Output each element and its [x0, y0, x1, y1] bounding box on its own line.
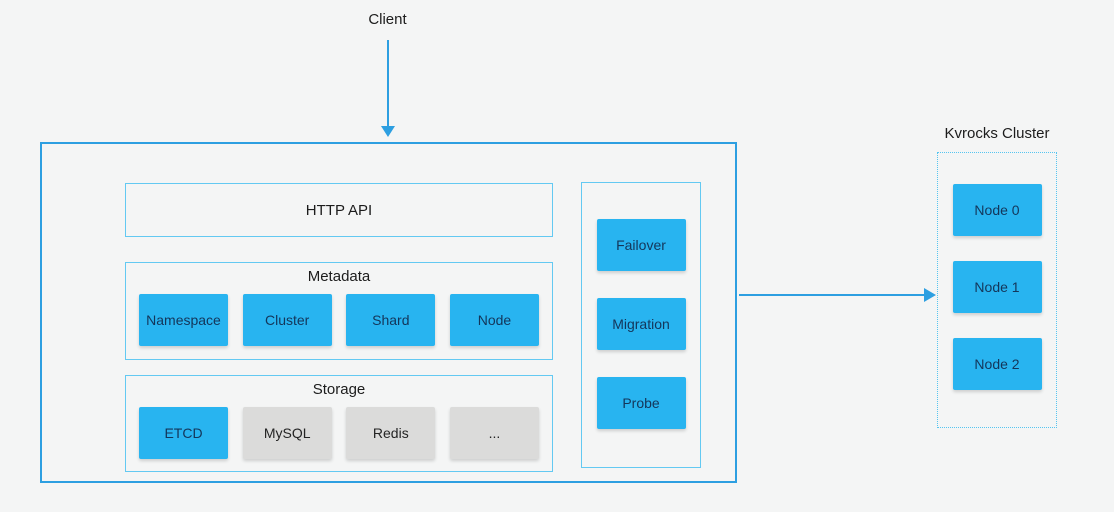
http-api-label: HTTP API [305, 201, 373, 219]
storage-chip-row: ETCD MySQL Redis ... [126, 398, 552, 459]
storage-title: Storage [312, 381, 366, 398]
operation-probe: Probe [596, 377, 686, 429]
metadata-title: Metadata [307, 268, 371, 285]
cluster-node-0: Node 0 [952, 184, 1042, 236]
metadata-item-cluster: Cluster [242, 294, 332, 346]
kvrocks-cluster-title: Kvrocks Cluster [944, 125, 1050, 142]
metadata-item-label: Shard [372, 312, 410, 328]
cluster-node-label: Node 1 [974, 279, 1020, 295]
operation-failover: Failover [596, 219, 686, 271]
storage-item-etcd: ETCD [139, 407, 228, 459]
metadata-item-namespace: Namespace [139, 294, 228, 346]
storage-item-label: MySQL [263, 425, 311, 441]
http-api-box: HTTP API [125, 183, 553, 237]
cluster-node-1: Node 1 [952, 261, 1042, 313]
metadata-chip-row: Namespace Cluster Shard Node [126, 285, 552, 346]
storage-item-label: Redis [372, 425, 409, 441]
metadata-item-label: Cluster [264, 312, 310, 328]
storage-section: Storage ETCD MySQL Redis ... [125, 375, 553, 472]
operation-label: Probe [622, 395, 660, 411]
storage-item-label: ETCD [164, 425, 203, 441]
client-arrow [387, 40, 389, 126]
cluster-node-2: Node 2 [952, 338, 1042, 390]
operations-section: Failover Migration Probe [581, 182, 701, 468]
operation-label: Migration [612, 316, 670, 332]
cluster-node-label: Node 2 [974, 356, 1020, 372]
metadata-item-label: Node [477, 312, 512, 328]
cluster-arrow [739, 294, 926, 296]
metadata-section: Metadata Namespace Cluster Shard Node [125, 262, 553, 360]
cluster-node-label: Node 0 [974, 202, 1020, 218]
client-arrow-head-icon [381, 126, 395, 137]
storage-item-label: ... [488, 425, 501, 441]
operation-label: Failover [616, 237, 666, 253]
metadata-item-label: Namespace [146, 312, 221, 328]
client-label: Client [368, 11, 407, 28]
metadata-item-node: Node [449, 294, 539, 346]
kvrocks-cluster-box: Node 0 Node 1 Node 2 [937, 152, 1057, 428]
storage-item-redis: Redis [346, 407, 436, 459]
operation-migration: Migration [596, 298, 686, 350]
cluster-arrow-head-icon [924, 288, 936, 302]
storage-item-mysql: MySQL [242, 407, 332, 459]
storage-item-more: ... [449, 407, 539, 459]
metadata-item-shard: Shard [346, 294, 436, 346]
controller-panel: HTTP API Metadata Namespace Cluster Shar… [40, 142, 737, 483]
